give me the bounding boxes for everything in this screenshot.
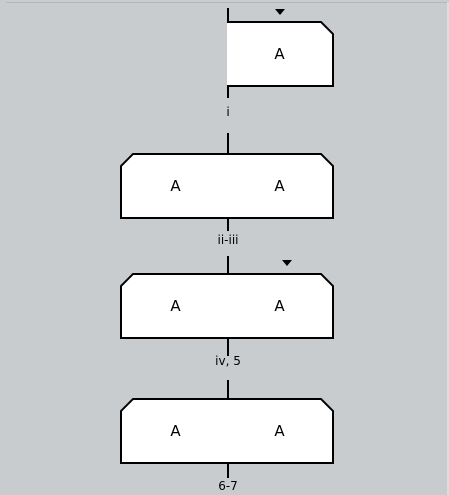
panel-scrollbar-edge[interactable] [447,2,449,495]
page-6[interactable]: A [120,398,229,464]
page-iii[interactable]: A [227,153,334,219]
page-i[interactable]: A [227,21,334,87]
page-number-label: i [226,105,230,119]
master-label: A [274,297,285,315]
page-fold-corner-icon [120,153,134,167]
master-label: A [274,177,285,195]
page-ii[interactable]: A [120,153,229,219]
master-label: A [170,177,181,195]
page-fold-corner-icon [320,21,334,35]
page-5[interactable]: A [227,273,334,339]
panel-top-border [6,2,447,3]
master-label: A [170,297,181,315]
page-fold-corner-icon [320,398,334,412]
master-label: A [170,422,181,440]
master-label: A [274,422,285,440]
current-page-marker-icon [275,9,285,15]
page-fold-corner-icon [320,153,334,167]
page-number-label: iv, 5 [215,354,241,368]
page-fold-corner-icon [120,273,134,287]
page-fold-corner-icon [120,398,134,412]
page-number-label: ii-iii [217,233,239,247]
current-page-marker-icon [282,260,292,266]
page-number-label: 6-7 [218,479,238,493]
master-label: A [274,45,285,63]
page-7[interactable]: A [227,398,334,464]
page-iv[interactable]: A [120,273,229,339]
page-fold-corner-icon [320,273,334,287]
